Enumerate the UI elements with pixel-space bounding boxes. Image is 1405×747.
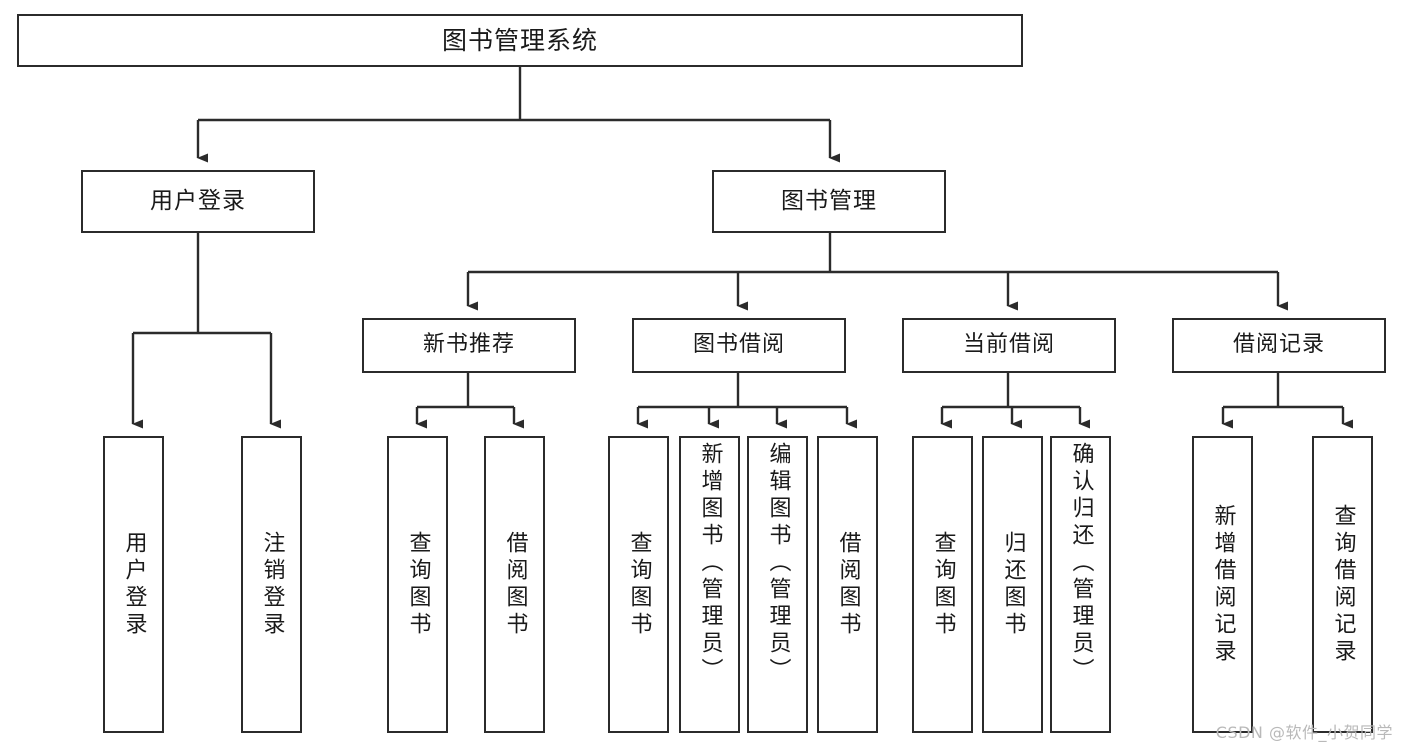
- leaf-borrow-record-query[interactable]: 查询借阅记录: [1312, 436, 1373, 733]
- leaf-user-login-login[interactable]: 用户登录: [103, 436, 164, 733]
- leaf-current-borrow-query[interactable]: 查询图书: [912, 436, 973, 733]
- csdn-watermark: CSDN @软件_小贺同学: [1215, 723, 1393, 742]
- node-label: 借阅图书: [502, 530, 528, 639]
- leaf-book-borrow-borrow[interactable]: 借阅图书: [817, 436, 878, 733]
- node-label: 图书管理系统: [441, 25, 598, 55]
- node-label: 查询图书: [405, 530, 431, 639]
- leaf-current-borrow-confirm-admin[interactable]: 确认归还（管理员）: [1050, 436, 1111, 733]
- node-label: 新增借阅记录: [1210, 503, 1236, 666]
- leaf-current-borrow-return[interactable]: 归还图书: [982, 436, 1043, 733]
- node-new-book-recommend[interactable]: 新书推荐: [362, 318, 576, 373]
- node-label: 查询图书: [626, 530, 652, 639]
- node-label: 借阅图书: [835, 530, 861, 639]
- node-borrow-record[interactable]: 借阅记录: [1172, 318, 1386, 373]
- node-label: 注销登录: [259, 530, 285, 639]
- node-label: 新书推荐: [422, 332, 515, 358]
- node-current-borrow[interactable]: 当前借阅: [902, 318, 1116, 373]
- node-root-system[interactable]: 图书管理系统: [17, 14, 1023, 67]
- leaf-book-borrow-edit-admin[interactable]: 编辑图书（管理员）: [747, 436, 808, 733]
- node-label: 新增图书（管理员）: [697, 442, 723, 685]
- node-label: 用户登录: [150, 187, 246, 214]
- node-label: 查询借阅记录: [1330, 503, 1356, 666]
- leaf-book-borrow-query[interactable]: 查询图书: [608, 436, 669, 733]
- node-label: 确认归还（管理员）: [1068, 442, 1094, 685]
- node-label: 查询图书: [930, 530, 956, 639]
- node-label: 用户登录: [121, 530, 147, 639]
- leaf-new-book-query[interactable]: 查询图书: [387, 436, 448, 733]
- node-label: 借阅记录: [1232, 332, 1325, 358]
- leaf-new-book-borrow[interactable]: 借阅图书: [484, 436, 545, 733]
- node-label: 图书管理: [781, 187, 877, 214]
- node-label: 当前借阅: [962, 332, 1055, 358]
- node-user-login[interactable]: 用户登录: [81, 170, 315, 233]
- node-book-management[interactable]: 图书管理: [712, 170, 946, 233]
- node-label: 归还图书: [1000, 530, 1026, 639]
- leaf-borrow-record-add[interactable]: 新增借阅记录: [1192, 436, 1253, 733]
- node-label: 图书借阅: [692, 332, 785, 358]
- node-label: 编辑图书（管理员）: [765, 442, 791, 685]
- leaf-user-login-logout[interactable]: 注销登录: [241, 436, 302, 733]
- leaf-book-borrow-add-admin[interactable]: 新增图书（管理员）: [679, 436, 740, 733]
- node-book-borrow[interactable]: 图书借阅: [632, 318, 846, 373]
